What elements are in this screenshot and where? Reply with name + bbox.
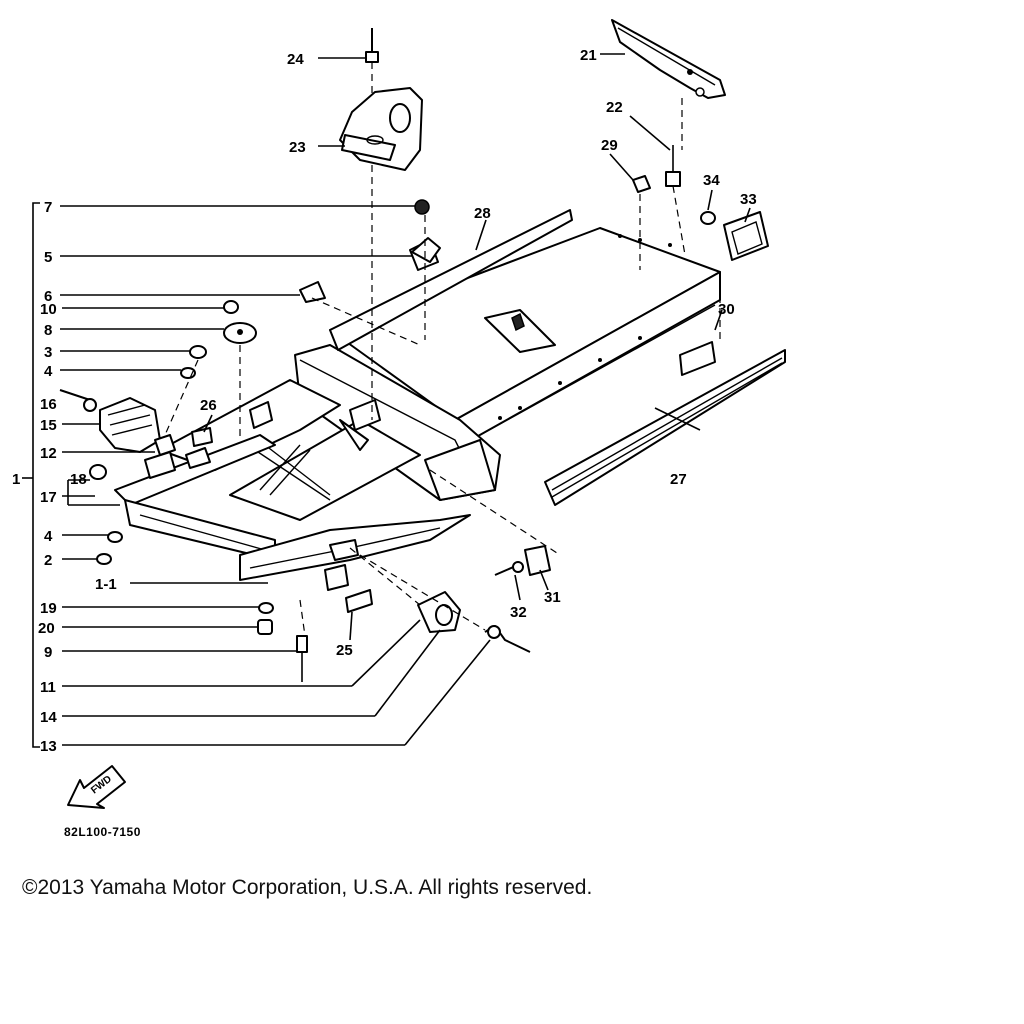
frame-front-section bbox=[114, 344, 501, 591]
small-parts bbox=[59, 28, 769, 682]
callout-15: 15 bbox=[40, 417, 57, 434]
callout-28: 28 bbox=[474, 205, 491, 222]
part-28-strip bbox=[329, 209, 573, 351]
part-23-bracket bbox=[339, 87, 423, 171]
callout-24: 24 bbox=[287, 51, 304, 68]
callout-16: 16 bbox=[40, 396, 57, 413]
callout-22: 22 bbox=[606, 99, 623, 116]
callout-5: 5 bbox=[44, 249, 52, 266]
callout-7: 7 bbox=[44, 199, 52, 216]
callout-1-1: 1-1 bbox=[95, 576, 117, 593]
callout-18: 18 bbox=[70, 471, 87, 488]
callout-4-upper: 4 bbox=[44, 363, 53, 380]
fwd-arrow-icon: FWD bbox=[67, 765, 126, 809]
leader-lines bbox=[60, 53, 751, 746]
copyright-notice: ©2013 Yamaha Motor Corporation, U.S.A. A… bbox=[22, 876, 593, 899]
callout-10: 10 bbox=[40, 301, 57, 318]
assembly-bracket bbox=[22, 202, 40, 748]
callout-11: 11 bbox=[40, 679, 56, 696]
part-21-bracket bbox=[611, 19, 726, 99]
centerlines bbox=[164, 62, 721, 637]
callout-29: 29 bbox=[601, 137, 618, 154]
callout-21: 21 bbox=[580, 47, 597, 64]
callout-9: 9 bbox=[44, 644, 52, 661]
callout-33: 33 bbox=[740, 191, 757, 208]
callout-25: 25 bbox=[336, 642, 353, 659]
callout-8: 8 bbox=[44, 322, 52, 339]
callout-30: 30 bbox=[718, 301, 735, 318]
callout-34: 34 bbox=[703, 172, 720, 189]
callout-17: 17 bbox=[40, 489, 57, 506]
part-27-side-rail bbox=[544, 349, 786, 506]
callout-labels: 24 23 21 22 29 34 33 28 30 27 7 5 6 10 8… bbox=[12, 47, 757, 755]
diagram-code: 82L100-7150 bbox=[64, 825, 141, 839]
callout-23: 23 bbox=[289, 139, 306, 156]
callout-32: 32 bbox=[510, 604, 527, 621]
callout-1: 1 bbox=[12, 471, 20, 488]
callout-27: 27 bbox=[670, 471, 687, 488]
callout-20: 20 bbox=[38, 620, 55, 637]
callout-4-lower: 4 bbox=[44, 528, 53, 545]
callout-26: 26 bbox=[200, 397, 217, 414]
callout-6: 6 bbox=[44, 288, 52, 305]
callout-31: 31 bbox=[544, 589, 561, 606]
callout-3: 3 bbox=[44, 344, 52, 361]
callout-12: 12 bbox=[40, 445, 57, 462]
callout-2: 2 bbox=[44, 552, 52, 569]
callout-19: 19 bbox=[40, 600, 57, 617]
callout-14: 14 bbox=[40, 709, 57, 726]
callout-13: 13 bbox=[40, 738, 57, 755]
